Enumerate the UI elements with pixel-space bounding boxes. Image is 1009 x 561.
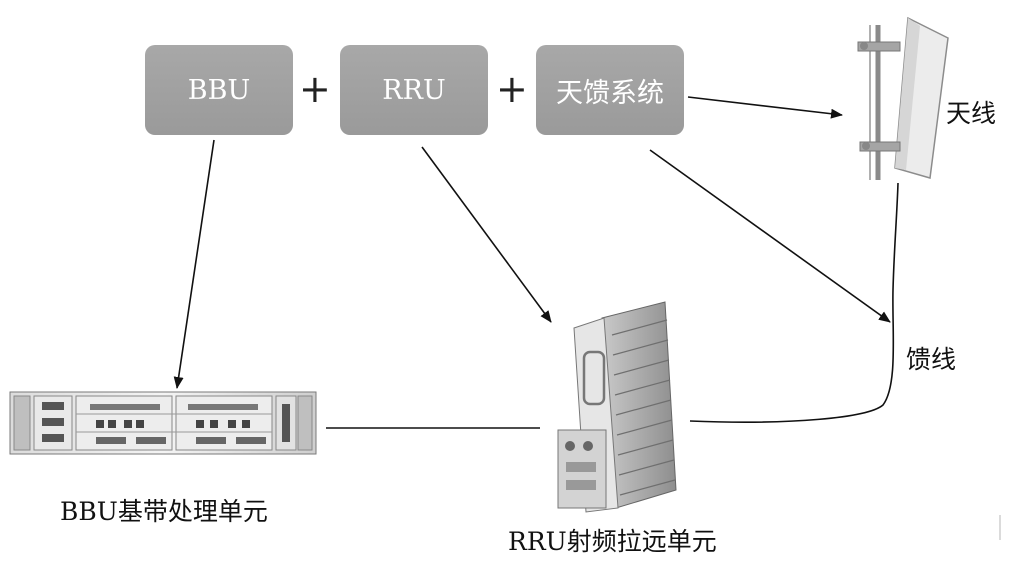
- arrow-bbu-to-unit: [173, 139, 215, 389]
- rru-device-image: [557, 301, 677, 513]
- antenna-image: [857, 16, 949, 180]
- arrow-system-to-feeder: [649, 149, 891, 323]
- bbu-unit-label: BBU基带处理单元: [60, 497, 268, 526]
- bbu-box: BBU: [145, 45, 293, 135]
- antenna-system-box: 天馈系统: [536, 45, 684, 135]
- antenna-label: 天线: [946, 99, 997, 128]
- feeder-label: 馈线: [906, 345, 957, 374]
- plus-sign-2: +: [496, 67, 528, 111]
- rru-box: RRU: [340, 45, 488, 135]
- plus-sign-1: +: [299, 67, 331, 111]
- rru-unit-label: RRU射频拉远单元: [508, 527, 717, 556]
- arrow-rru-to-unit: [421, 146, 552, 323]
- feeder-cable: [689, 182, 899, 423]
- bbu-device-image: [9, 391, 317, 455]
- arrow-system-to-antenna: [687, 96, 843, 119]
